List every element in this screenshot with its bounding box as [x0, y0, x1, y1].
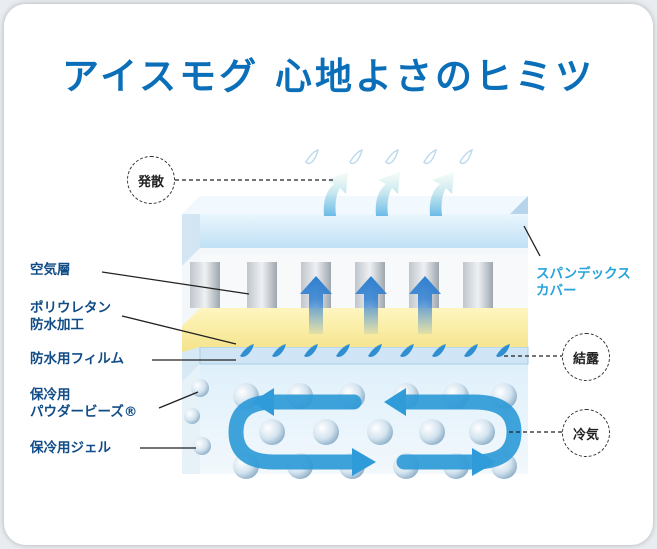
label-polyurethane: ポリウレタン — [30, 300, 111, 316]
leader-lines-left — [101, 271, 250, 449]
vapor-up-arrows — [300, 276, 441, 334]
label-air-layer: 空気層 — [30, 262, 71, 278]
label-cooling-1: 保冷用 — [30, 387, 71, 403]
steam-drops — [305, 148, 473, 165]
steam-arrows — [323, 172, 454, 216]
leader-line-spandex — [523, 225, 541, 257]
callout-condensation-text: 結露 — [572, 351, 599, 367]
air-layer — [182, 248, 528, 326]
label-waterproof-film: 防水用フィルム — [30, 351, 124, 367]
cold-air-arrowheads — [252, 388, 496, 476]
callout-cold-air-text: 冷気 — [572, 427, 599, 443]
label-cooling-gel: 保冷用ジェル — [30, 440, 111, 456]
infographic-card: アイスモグ 心地よさのヒミツ — [4, 4, 653, 545]
callout-diffusion: 発散 — [127, 156, 175, 204]
callout-cold-air: 冷気 — [562, 409, 610, 457]
label-powder-beads: パウダービーズ® — [30, 404, 138, 420]
page-title: アイスモグ 心地よさのヒミツ — [62, 55, 595, 98]
callout-condensation: 結露 — [562, 333, 610, 381]
callout-diffusion-text: 発散 — [137, 174, 164, 190]
label-waterproof-processing: 防水加工 — [30, 317, 84, 333]
condensation-drops — [240, 344, 510, 357]
dashed-connectors — [175, 179, 564, 433]
label-spandex: スパンデックス — [536, 266, 631, 282]
polyurethane-layer — [182, 308, 528, 352]
label-cover: カバー — [536, 283, 577, 299]
layer-diagram — [101, 148, 564, 479]
